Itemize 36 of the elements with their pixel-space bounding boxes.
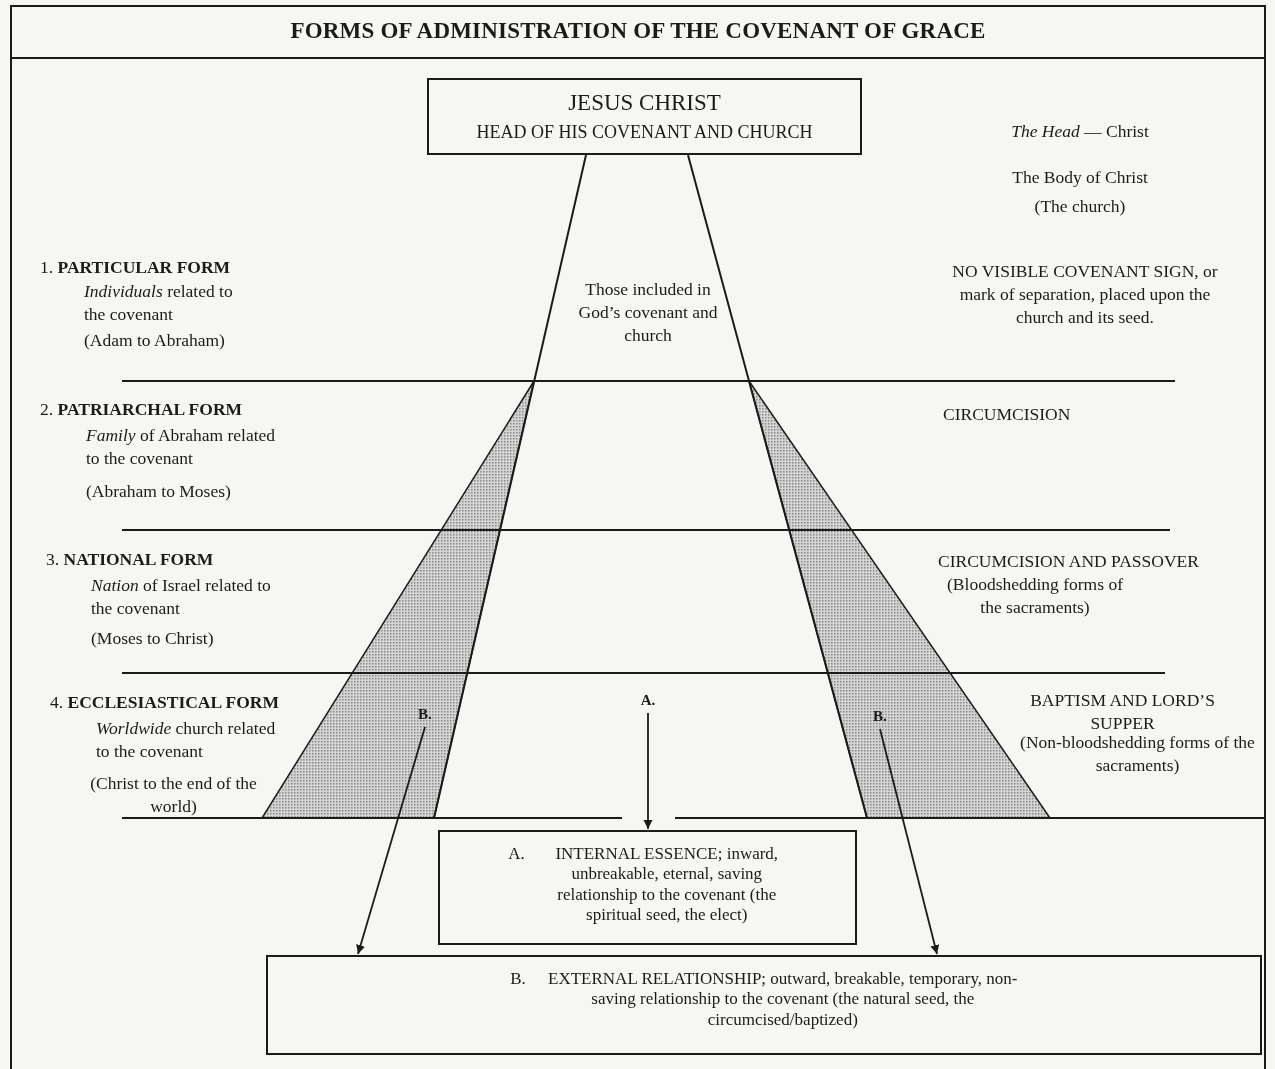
annotation-text: (The church): [1033, 195, 1127, 218]
sign-text: CIRCUMCISION AND PASSOVER: [938, 550, 1200, 573]
sign-text: CIRCUMCISION: [943, 403, 1072, 426]
period-text: (Abraham to Moses): [86, 480, 232, 503]
arrow: [879, 728, 940, 955]
item-letter: A.: [636, 689, 660, 711]
sign-text: NO VISIBLE COVENANT SIGN, or mark of separation, placed upon the church and its seed.: [951, 260, 1219, 329]
description-box: [438, 830, 857, 945]
annotation-text: The Head — Christ: [1010, 120, 1150, 143]
arrow: [356, 726, 426, 955]
diagram-title: FORMS OF ADMINISTRATION OF THE COVENANT OF GRACE: [290, 18, 986, 44]
item-letter: B.: [510, 969, 526, 990]
form-description: Worldwide church related to the covenant: [96, 717, 277, 763]
item-letter: B.: [413, 703, 437, 725]
form-heading: 1. PARTICULAR FORM: [40, 256, 232, 279]
box-subtitle: HEAD OF HIS COVENANT AND CHURCH: [476, 123, 813, 144]
annotation-text: Those included in God’s covenant and church: [577, 278, 719, 347]
box-title: JESUS CHRIST: [568, 89, 721, 116]
item-letter: A.: [508, 844, 525, 865]
annotation-text: The Body of Christ: [1011, 166, 1149, 189]
period-text: (Moses to Christ): [91, 627, 215, 650]
form-heading: 4. ECCLESIASTICAL FORM: [50, 691, 280, 714]
item-letter: B.: [868, 705, 892, 727]
form-description: Family of Abraham related to the covenant: [86, 424, 276, 470]
arrow: [643, 712, 653, 830]
period-text: (Christ to the end of the world): [89, 772, 258, 818]
box-text: INTERNAL ESSENCE; inward, unbreakable, eternal, saving relationship to the covenant (the spiritual seed, the elect): [554, 844, 780, 926]
period-text: (Adam to Abraham): [84, 329, 226, 352]
description-box: [266, 955, 1262, 1055]
box-text: EXTERNAL RELATIONSHIP; outward, breakable, temporary, non-saving relationship to the covenant (the natural seed, the circumcised/baptized): [547, 969, 1018, 1031]
title-box: [427, 78, 862, 155]
form-description: Individuals related to the covenant: [84, 280, 234, 326]
form-description: Nation of Israel related to the covenant: [91, 574, 272, 620]
form-heading: 2. PATRIARCHAL FORM: [40, 398, 244, 421]
form-heading: 3. NATIONAL FORM: [46, 548, 215, 571]
sign-note: (Bloodshedding forms of the sacraments): [946, 573, 1124, 619]
